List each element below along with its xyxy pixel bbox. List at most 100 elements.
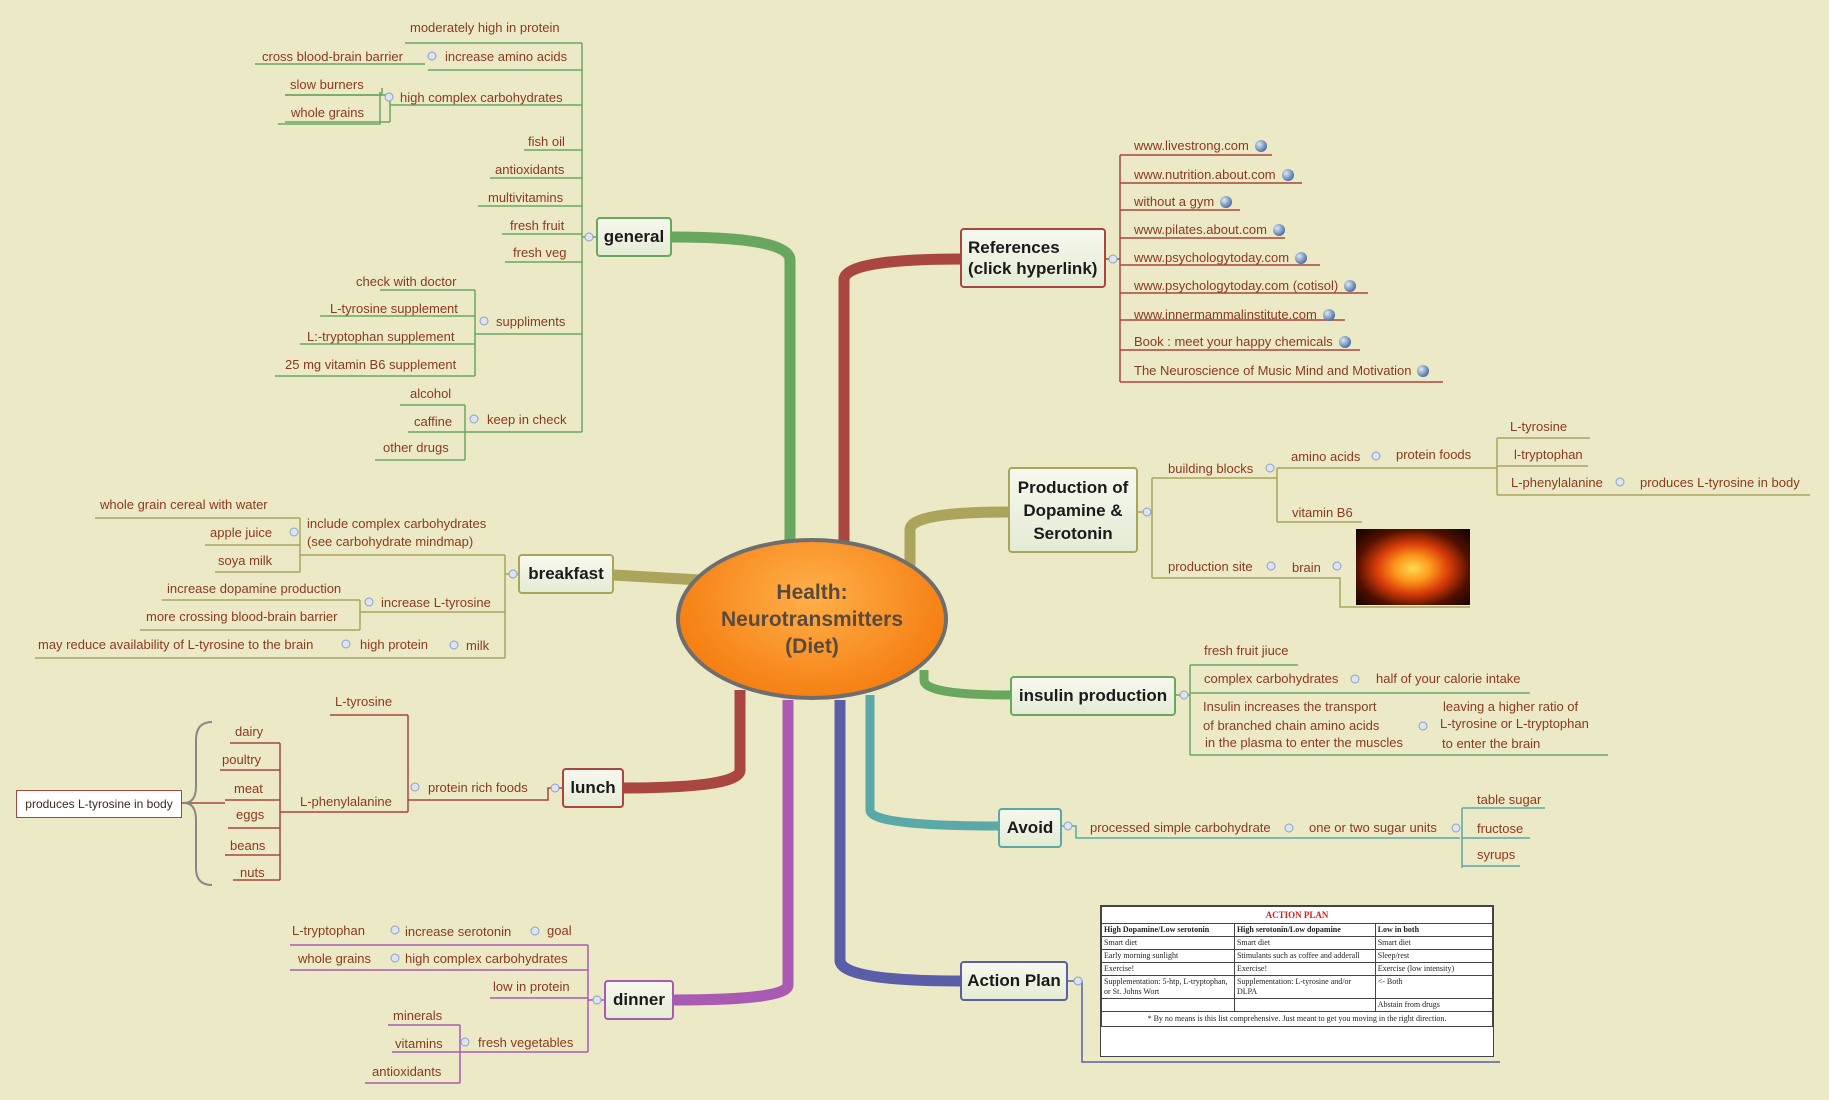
production-site[interactable]: production site bbox=[1168, 559, 1253, 574]
breakfast-include-complex-carbs-1[interactable]: include complex carbohydrates bbox=[307, 516, 487, 531]
insulin-fresh-fruit-juice[interactable]: fresh fruit jiuce bbox=[1204, 643, 1289, 658]
insulin-transport-3[interactable]: in the plasma to enter the muscles bbox=[1205, 735, 1403, 750]
insulin-ratio-3[interactable]: to enter the brain bbox=[1442, 736, 1541, 751]
avoid-sugar-units[interactable]: one or two sugar units bbox=[1309, 820, 1437, 835]
reference-link[interactable]: www.innermammalinstitute.com bbox=[1134, 307, 1335, 322]
dinner-whole-grains[interactable]: whole grains bbox=[298, 951, 371, 966]
dinner-goal[interactable]: goal bbox=[547, 923, 572, 938]
topic-lunch[interactable]: lunch bbox=[562, 768, 624, 808]
reference-link[interactable]: Book : meet your happy chemicals bbox=[1134, 334, 1351, 349]
breakfast-apple-juice[interactable]: apple juice bbox=[210, 525, 273, 540]
center-line-1: Health: bbox=[776, 580, 848, 604]
dinner-increase-serotonin[interactable]: increase serotonin bbox=[405, 924, 512, 939]
lunch-callout[interactable]: produces L-tyrosine in body bbox=[16, 790, 182, 818]
breakfast-high-protein[interactable]: high protein bbox=[360, 637, 428, 652]
insulin-transport-2[interactable]: of branched chain amino acids bbox=[1203, 718, 1380, 733]
dinner-vitamins[interactable]: vitamins bbox=[395, 1036, 443, 1051]
avoid-label: Avoid bbox=[1006, 818, 1054, 837]
reference-link[interactable]: www.pilates.about.com bbox=[1134, 222, 1285, 237]
reference-link[interactable]: The Neuroscience of Music Mind and Motiv… bbox=[1134, 363, 1430, 378]
production-l-phenylalanine[interactable]: L-phenylalanine bbox=[1511, 475, 1603, 490]
reference-link[interactable]: without a gym bbox=[1134, 194, 1233, 209]
production-l-tryptophan[interactable]: l-tryptophan bbox=[1514, 447, 1583, 462]
dinner-l-tryptophan[interactable]: L-tryptophan bbox=[292, 923, 365, 938]
dinner-minerals[interactable]: minerals bbox=[393, 1008, 443, 1023]
general-high-complex-carbs[interactable]: high complex carbohydrates bbox=[400, 90, 563, 105]
general-caffine[interactable]: caffine bbox=[414, 414, 453, 429]
lunch-protein-rich-foods[interactable]: protein rich foods bbox=[428, 780, 528, 795]
topic-action-plan[interactable]: Action Plan bbox=[960, 961, 1068, 1001]
breakfast-may-reduce[interactable]: may reduce availability of L-tyrosine to… bbox=[38, 637, 314, 652]
reference-link[interactable]: www.livestrong.com bbox=[1134, 138, 1267, 153]
general-fish-oil[interactable]: fish oil bbox=[528, 134, 565, 149]
breakfast-increase-l-tyrosine[interactable]: increase L-tyrosine bbox=[381, 595, 491, 610]
reference-link-text: www.nutrition.about.com bbox=[1134, 167, 1276, 182]
lunch-food-poultry[interactable]: poultry bbox=[222, 752, 262, 767]
lunch-food-nuts[interactable]: nuts bbox=[240, 865, 265, 880]
general-l-tryptophan-supplement[interactable]: L:-tryptophan supplement bbox=[307, 329, 455, 344]
reference-link[interactable]: www.psychologytoday.com (cotisol) bbox=[1134, 278, 1357, 293]
dinner-low-in-protein[interactable]: low in protein bbox=[493, 979, 570, 994]
dinner-high-complex-carbs[interactable]: high complex carbohydrates bbox=[405, 951, 568, 966]
general-multivitamins[interactable]: multivitamins bbox=[488, 190, 564, 205]
lunch-food-beans[interactable]: beans bbox=[230, 838, 266, 853]
general-other-drugs[interactable]: other drugs bbox=[383, 440, 449, 455]
insulin-ratio-2[interactable]: L-tyrosine or L-tryptophan bbox=[1440, 716, 1589, 731]
production-building-blocks[interactable]: building blocks bbox=[1168, 461, 1254, 476]
avoid-table-sugar[interactable]: table sugar bbox=[1477, 792, 1542, 807]
insulin-ratio-1[interactable]: leaving a higher ratio of bbox=[1443, 699, 1579, 714]
general-check-with-doctor[interactable]: check with doctor bbox=[356, 274, 457, 289]
general-fresh-veg[interactable]: fresh veg bbox=[513, 245, 567, 260]
dinner-antioxidants[interactable]: antioxidants bbox=[372, 1064, 442, 1079]
production-l-tyrosine[interactable]: L-tyrosine bbox=[1510, 419, 1568, 434]
avoid-fructose[interactable]: fructose bbox=[1477, 821, 1524, 836]
general-l-tyrosine-supplement[interactable]: L-tyrosine supplement bbox=[330, 301, 458, 316]
general-keep-in-check[interactable]: keep in check bbox=[487, 412, 567, 427]
breakfast-soya-milk[interactable]: soya milk bbox=[218, 553, 273, 568]
production-produces-l-tyrosine[interactable]: produces L-tyrosine in body bbox=[1640, 475, 1800, 490]
general-label: general bbox=[603, 227, 665, 246]
topic-general[interactable]: general bbox=[596, 217, 672, 257]
breakfast-include-complex-carbs-2[interactable]: (see carbohydrate mindmap) bbox=[307, 534, 474, 549]
reference-link[interactable]: www.psychologytoday.com bbox=[1134, 250, 1308, 265]
breakfast-milk[interactable]: milk bbox=[466, 638, 490, 653]
insulin-half-calorie[interactable]: half of your calorie intake bbox=[1376, 671, 1521, 686]
general-slow-burners[interactable]: slow burners bbox=[290, 77, 364, 92]
avoid-syrups[interactable]: syrups bbox=[1477, 847, 1516, 862]
central-topic[interactable]: Health: Neurotransmitters (Diet) bbox=[676, 538, 948, 700]
lunch-l-phenylalanine[interactable]: L-phenylalanine bbox=[300, 794, 392, 809]
general-suppliments[interactable]: suppliments bbox=[496, 314, 566, 329]
breakfast-whole-grain-cereal[interactable]: whole grain cereal with water bbox=[100, 497, 268, 512]
lunch-l-tyrosine[interactable]: L-tyrosine bbox=[335, 694, 393, 709]
topic-avoid[interactable]: Avoid bbox=[998, 808, 1062, 848]
general-increase-amino-acids[interactable]: increase amino acids bbox=[445, 49, 568, 64]
avoid-processed[interactable]: processed simple carbohydrate bbox=[1090, 820, 1271, 835]
production-brain[interactable]: brain bbox=[1292, 560, 1321, 575]
general-b6-supplement[interactable]: 25 mg vitamin B6 supplement bbox=[285, 357, 457, 372]
reference-link-text: www.livestrong.com bbox=[1134, 138, 1249, 153]
insulin-transport-1[interactable]: Insulin increases the transport bbox=[1203, 699, 1377, 714]
topic-dinner[interactable]: dinner bbox=[604, 980, 674, 1020]
dinner-fresh-vegetables[interactable]: fresh vegetables bbox=[478, 1035, 574, 1050]
production-amino-acids[interactable]: amino acids bbox=[1291, 449, 1361, 464]
insulin-complex-carbs[interactable]: complex carbohydrates bbox=[1204, 671, 1339, 686]
production-vitamin-b6[interactable]: vitamin B6 bbox=[1292, 505, 1353, 520]
general-fresh-fruit[interactable]: fresh fruit bbox=[510, 218, 565, 233]
general-whole-grains[interactable]: whole grains bbox=[291, 105, 364, 120]
topic-insulin[interactable]: insulin production bbox=[1010, 676, 1176, 716]
production-protein-foods[interactable]: protein foods bbox=[1396, 447, 1472, 462]
lunch-food-dairy[interactable]: dairy bbox=[235, 724, 264, 739]
general-moderately-high-protein[interactable]: moderately high in protein bbox=[410, 20, 560, 35]
general-alcohol[interactable]: alcohol bbox=[410, 386, 452, 401]
breakfast-more-crossing[interactable]: more crossing blood-brain barrier bbox=[146, 609, 338, 624]
general-antioxidants[interactable]: antioxidants bbox=[495, 162, 565, 177]
lunch-food-eggs[interactable]: eggs bbox=[236, 807, 265, 822]
references-label-1: References bbox=[968, 238, 1060, 257]
reference-link[interactable]: www.nutrition.about.com bbox=[1134, 167, 1294, 182]
topic-references[interactable]: References(click hyperlink) bbox=[960, 228, 1106, 288]
lunch-food-meat[interactable]: meat bbox=[234, 781, 263, 796]
topic-breakfast[interactable]: breakfast bbox=[518, 554, 614, 594]
breakfast-increase-dopamine[interactable]: increase dopamine production bbox=[167, 581, 342, 596]
general-cross-bbb[interactable]: cross blood-brain barrier bbox=[262, 49, 403, 64]
